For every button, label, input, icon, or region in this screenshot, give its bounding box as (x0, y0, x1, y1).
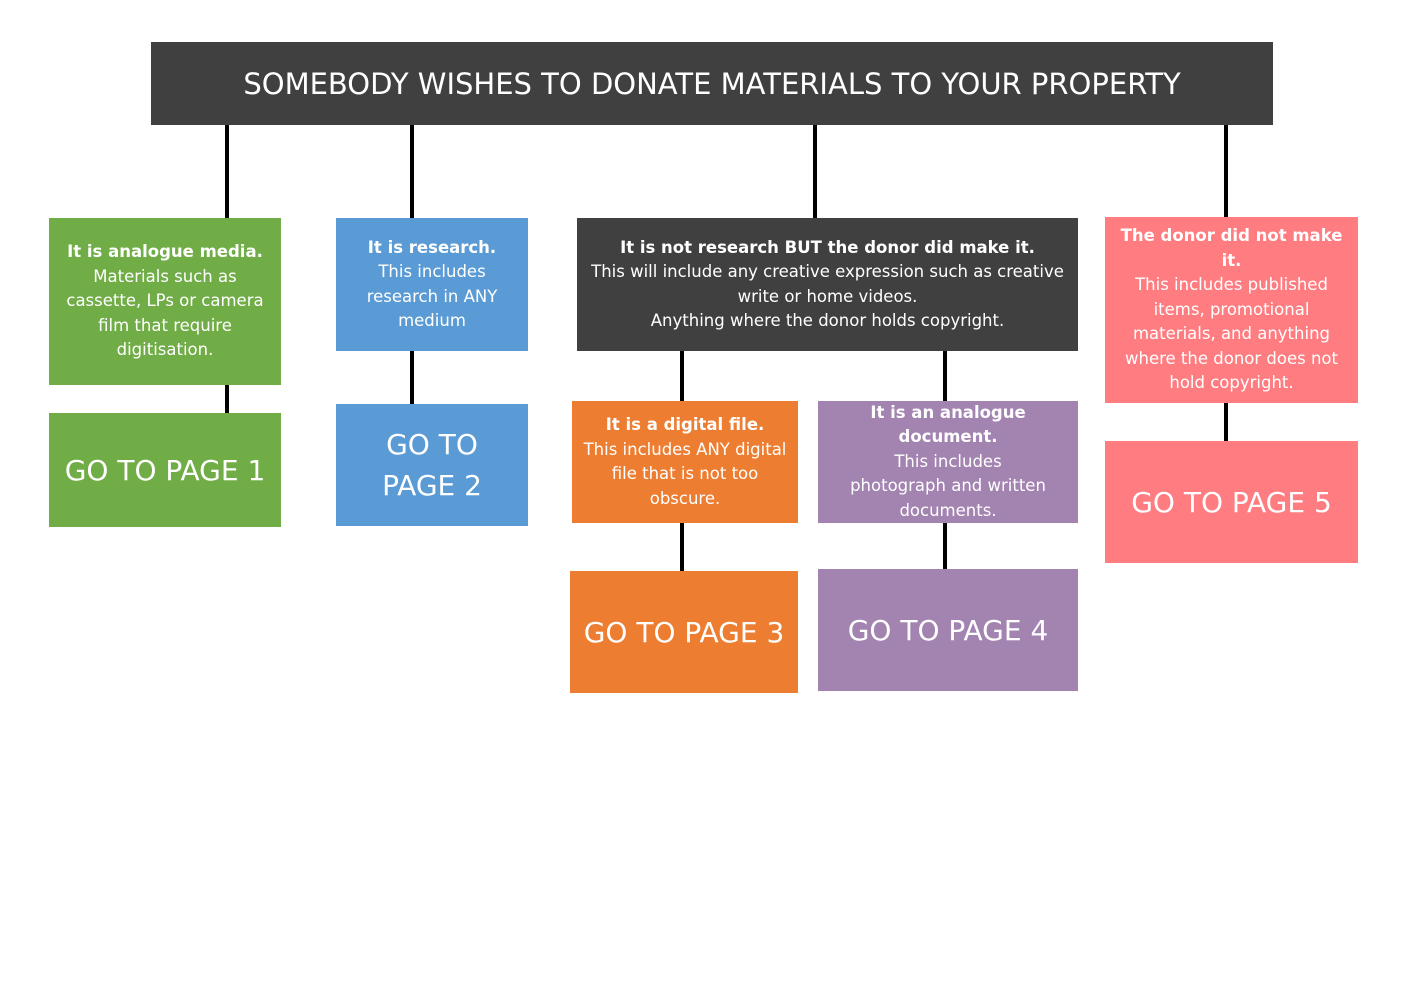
node-research-body: This includes research in ANY medium (366, 262, 498, 330)
connector-title-to-donor-made (813, 125, 817, 218)
node-donor-not-made: The donor did not make it. This includes… (1105, 217, 1358, 403)
connector-donor-made-to-digital-file (680, 351, 684, 401)
node-donor-not-made-body: This includes published items, promotion… (1125, 275, 1338, 393)
node-digital-file: It is a digital file. This includes ANY … (572, 401, 798, 523)
connector-title-to-research (410, 125, 414, 218)
node-research-head: It is research. (367, 237, 497, 257)
node-donor-not-made-head: The donor did not make it. (1120, 226, 1343, 270)
go-to-page-3-box: GO TO PAGE 3 (570, 571, 798, 693)
node-donor-made-head: It is not research BUT the donor did mak… (620, 237, 1035, 257)
node-analogue-media: It is analogue media. Materials such as … (49, 218, 281, 385)
diagram-title-text: SOMEBODY WISHES TO DONATE MATERIALS TO Y… (243, 66, 1181, 101)
go-to-page-3-label: GO TO PAGE 3 (583, 615, 785, 649)
node-analogue-media-body: Materials such as cassette, LPs or camer… (66, 266, 264, 360)
go-to-page-2-box: GO TO PAGE 2 (336, 404, 528, 526)
node-donor-made: It is not research BUT the donor did mak… (577, 218, 1078, 351)
connector-digital-file-to-page3 (680, 523, 684, 571)
node-digital-file-head: It is a digital file. (605, 415, 765, 434)
connector-title-to-donor-not-made (1224, 125, 1228, 217)
node-analogue-document-head: It is an analogue document. (870, 402, 1026, 447)
connector-donor-not-made-to-page5 (1224, 403, 1228, 441)
go-to-page-4-label: GO TO PAGE 4 (847, 613, 1049, 647)
diagram-title: SOMEBODY WISHES TO DONATE MATERIALS TO Y… (151, 42, 1273, 125)
connector-analogue-document-to-page4 (943, 523, 947, 569)
go-to-page-1-label: GO TO PAGE 1 (64, 453, 266, 487)
connector-donor-made-to-analogue-document (943, 351, 947, 401)
node-donor-made-body: This will include any creative expressio… (591, 262, 1064, 330)
connector-analogue-media-to-page1 (225, 385, 229, 413)
go-to-page-1-box: GO TO PAGE 1 (49, 413, 281, 527)
node-analogue-document-body: This includes photograph and written doc… (850, 451, 1046, 520)
go-to-page-5-label: GO TO PAGE 5 (1131, 485, 1332, 519)
node-digital-file-body: This includes ANY digital file that is n… (583, 439, 787, 508)
node-analogue-document: It is an analogue document. This include… (818, 401, 1078, 523)
go-to-page-2-label: GO TO PAGE 2 (382, 428, 482, 502)
go-to-page-5-box: GO TO PAGE 5 (1105, 441, 1358, 563)
node-analogue-media-head: It is analogue media. (67, 242, 263, 262)
node-research: It is research. This includes research i… (336, 218, 528, 351)
connector-research-to-page2 (410, 351, 414, 404)
go-to-page-4-box: GO TO PAGE 4 (818, 569, 1078, 691)
connector-title-to-analogue-media (225, 125, 229, 218)
